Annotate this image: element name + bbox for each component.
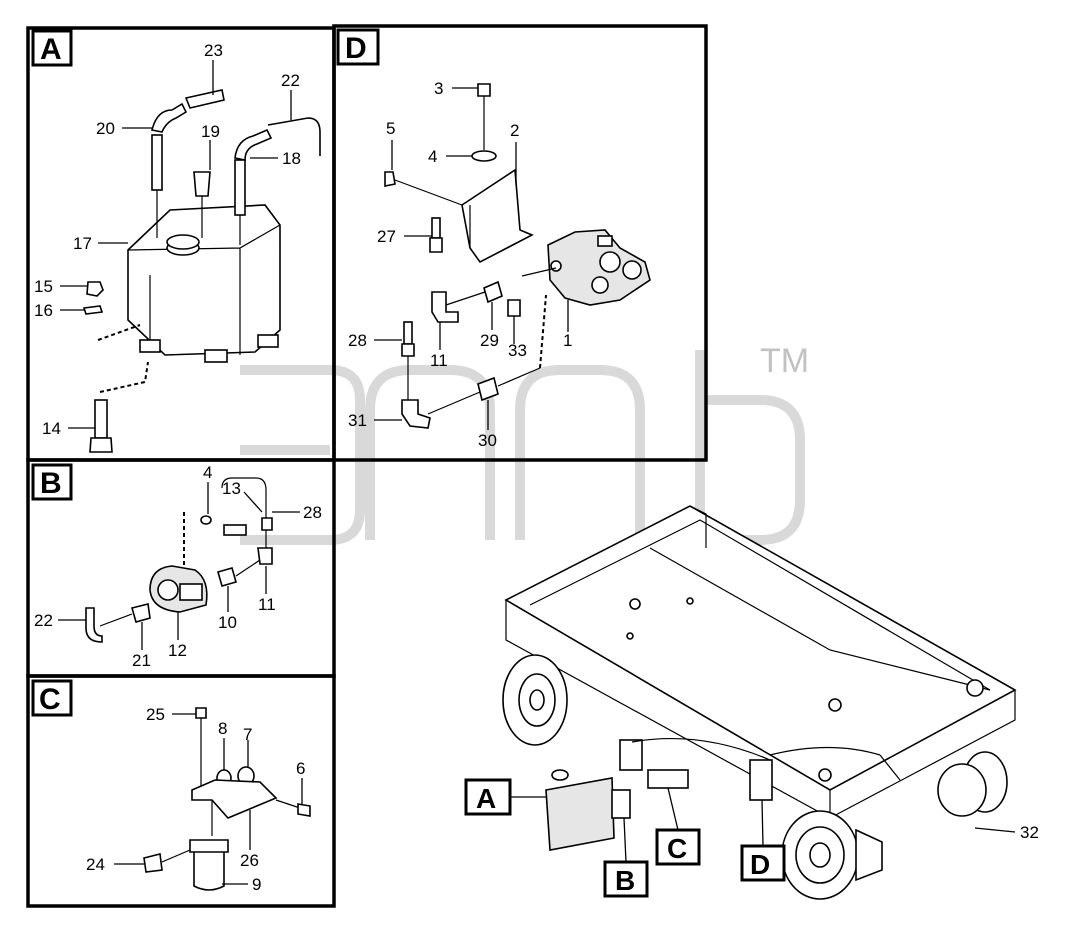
label-d-1: 1 bbox=[563, 331, 572, 350]
panel-a-leaders bbox=[60, 60, 292, 429]
panel-a-drawing bbox=[82, 89, 321, 453]
overview-callout-c: C bbox=[655, 787, 701, 866]
label-a-18: 18 bbox=[282, 149, 301, 168]
label-a-17: 17 bbox=[73, 234, 92, 253]
panel-b-leaders bbox=[58, 482, 300, 650]
label-c-25: 25 bbox=[146, 705, 165, 724]
svg-text:D: D bbox=[750, 849, 770, 880]
overview-valve bbox=[749, 759, 773, 801]
panel-b-drawing bbox=[85, 477, 273, 643]
label-b-11: 11 bbox=[258, 595, 276, 614]
label-c-8: 8 bbox=[218, 719, 227, 738]
panel-c-drawing bbox=[143, 707, 311, 891]
overview-tank bbox=[545, 777, 615, 851]
panel-c-tag: C bbox=[31, 679, 73, 717]
label-chassis-32: 32 bbox=[1020, 823, 1039, 842]
svg-text:C: C bbox=[39, 683, 61, 716]
label-a-15: 15 bbox=[34, 277, 53, 296]
svg-text:C: C bbox=[667, 833, 687, 864]
label-a-23: 23 bbox=[204, 41, 223, 60]
watermark-text: TM bbox=[760, 342, 809, 380]
label-d-2: 2 bbox=[510, 121, 519, 140]
label-d-30: 30 bbox=[478, 431, 497, 450]
label-c-9: 9 bbox=[252, 875, 261, 894]
overview-callout-d: D bbox=[740, 799, 786, 882]
label-d-33: 33 bbox=[508, 341, 527, 360]
panel-d-leaders bbox=[374, 87, 569, 430]
label-a-22: 22 bbox=[281, 71, 300, 90]
panel-d-tag: D bbox=[336, 28, 380, 66]
svg-text:A: A bbox=[476, 783, 496, 814]
overview-pump bbox=[611, 789, 631, 819]
label-d-27: 27 bbox=[377, 227, 396, 246]
panel-d-drawing bbox=[384, 83, 651, 429]
overview-callout-a: A bbox=[464, 778, 546, 816]
overview-chassis-callout: 32 bbox=[974, 823, 1039, 842]
label-a-14: 14 bbox=[42, 419, 61, 438]
chassis-drawing bbox=[502, 505, 1017, 900]
label-a-16: 16 bbox=[34, 301, 53, 320]
panel-b-tag: B bbox=[31, 463, 73, 501]
label-d-29: 29 bbox=[480, 331, 499, 350]
svg-text:B: B bbox=[40, 467, 62, 500]
tank-body bbox=[127, 204, 281, 356]
label-a-19: 19 bbox=[201, 122, 220, 141]
panel-c-leaders bbox=[114, 713, 303, 885]
label-b-22: 22 bbox=[34, 611, 53, 630]
label-d-11: 11 bbox=[430, 351, 448, 370]
label-d-3: 3 bbox=[434, 79, 443, 98]
label-d-31: 31 bbox=[348, 411, 367, 430]
panel-c-frame bbox=[26, 674, 336, 908]
label-c-7: 7 bbox=[243, 725, 252, 744]
label-b-13: 13 bbox=[222, 479, 241, 498]
label-d-4: 4 bbox=[428, 147, 437, 166]
label-d-28: 28 bbox=[348, 331, 367, 350]
label-d-5: 5 bbox=[386, 119, 395, 138]
panel-d-frame bbox=[332, 24, 708, 462]
label-c-6: 6 bbox=[296, 759, 305, 778]
label-b-10: 10 bbox=[218, 613, 237, 632]
overview-callout-b: B bbox=[603, 817, 649, 898]
svg-text:A: A bbox=[40, 33, 62, 66]
label-a-20: 20 bbox=[96, 119, 115, 138]
panel-a-tag: A bbox=[31, 29, 73, 67]
label-c-24: 24 bbox=[86, 855, 105, 874]
label-c-26: 26 bbox=[240, 851, 259, 870]
label-b-28: 28 bbox=[303, 503, 322, 522]
label-b-4: 4 bbox=[203, 463, 212, 482]
label-b-12: 12 bbox=[168, 641, 187, 660]
label-b-21: 21 bbox=[132, 651, 151, 670]
watermark: TM bbox=[240, 342, 809, 545]
svg-text:B: B bbox=[615, 865, 635, 896]
svg-text:D: D bbox=[345, 32, 367, 65]
overview-filter bbox=[647, 769, 689, 789]
